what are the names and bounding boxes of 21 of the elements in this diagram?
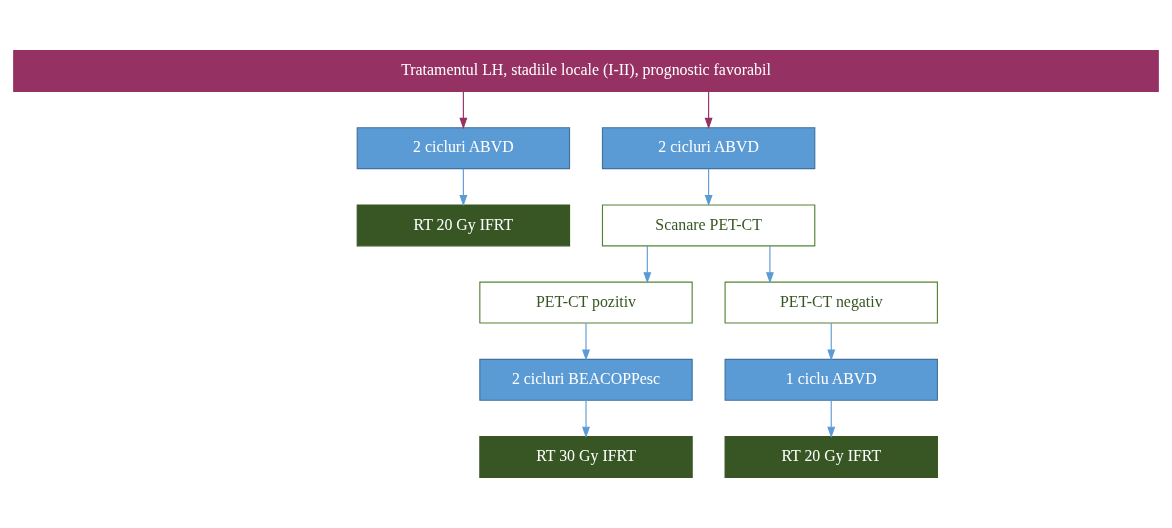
node-box: 2 cicluri ABVD — [601, 127, 816, 170]
node-box: 2 cicluri BEACOPPesc — [479, 358, 693, 401]
node-box: 2 cicluri ABVD — [356, 127, 571, 170]
arrow — [459, 168, 468, 207]
arrow — [827, 399, 836, 438]
arrow — [582, 399, 590, 438]
node-box: RT 20 Gy IFRT — [356, 204, 571, 247]
arrow — [582, 322, 590, 361]
arrow — [459, 91, 468, 130]
node-box: Scanare PET-CT — [601, 204, 816, 247]
arrow — [704, 91, 713, 130]
node-box: PET-CT negativ — [724, 281, 938, 324]
node-box: 1 ciclu ABVD — [724, 358, 938, 401]
arrow — [704, 168, 713, 207]
node-box: Tratamentul LH, stadiile locale (I-II), prognostic favorabil — [13, 49, 1159, 92]
node-box: RT 30 Gy IFRT — [479, 436, 693, 479]
arrow — [765, 245, 774, 284]
arrow — [643, 245, 652, 284]
node-box: PET-CT pozitiv — [479, 281, 693, 324]
arrow — [827, 322, 836, 361]
node-box: RT 20 Gy IFRT — [724, 436, 938, 479]
